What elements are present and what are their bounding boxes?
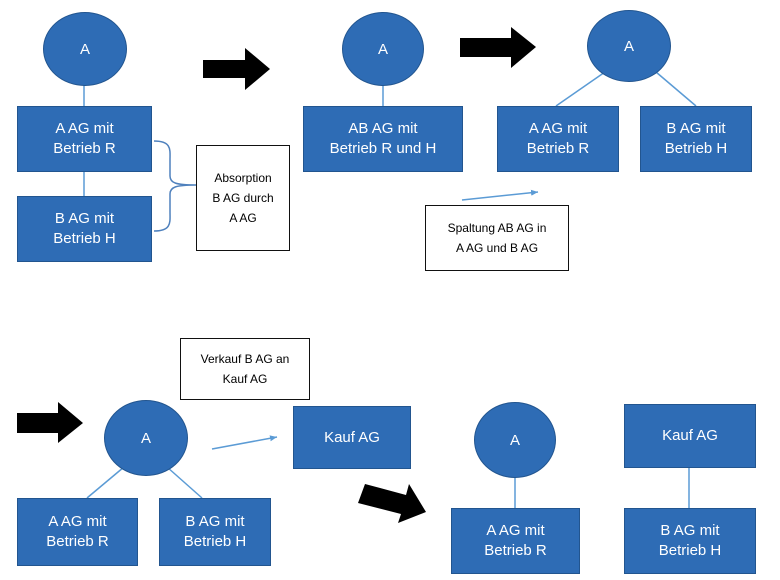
company-a-label: A (79, 40, 90, 58)
verkauf-arrow (211, 435, 278, 450)
kauf-ag-box: Kauf AG (293, 406, 411, 469)
connector-line (555, 71, 606, 107)
a-ag-box: A AG mit Betrieb R (17, 498, 138, 566)
a-ag-label: A AG mit Betrieb R (484, 522, 547, 559)
kauf-ag-label: Kauf AG (324, 428, 380, 446)
verkauf-note: Verkauf B AG an Kauf AG (180, 338, 310, 400)
company-a-circle: A (43, 12, 127, 86)
company-a-label: A (623, 37, 634, 55)
spaltung-arrow (461, 189, 539, 201)
bracket (153, 140, 197, 232)
connector-line (655, 71, 697, 107)
company-a-circle: A (104, 400, 188, 476)
absorption-note-text: Absorption B AG durch A AG (212, 171, 274, 225)
company-a-circle: A (342, 12, 424, 86)
verkauf-note-text: Verkauf B AG an Kauf AG (200, 352, 290, 386)
company-a-label: A (140, 429, 151, 447)
process-arrow-2 (460, 27, 536, 68)
b-ag-box: B AG mit Betrieb H (640, 106, 752, 172)
process-arrow-4 (358, 484, 426, 523)
spaltung-note-text: Spaltung AB AG in A AG und B AG (447, 221, 547, 255)
company-a-circle: A (587, 10, 671, 82)
ab-ag-box: AB AG mit Betrieb R und H (303, 106, 463, 172)
kauf-ag-box: Kauf AG (624, 404, 756, 468)
b-ag-box: B AG mit Betrieb H (159, 498, 271, 566)
a-ag-box: A AG mit Betrieb R (17, 106, 152, 172)
b-ag-label: B AG mit Betrieb H (664, 120, 728, 157)
a-ag-box: A AG mit Betrieb R (497, 106, 619, 172)
b-ag-box: B AG mit Betrieb H (17, 196, 152, 262)
b-ag-label: B AG mit Betrieb H (183, 513, 247, 550)
a-ag-box: A AG mit Betrieb R (451, 508, 580, 574)
absorption-note: Absorption B AG durch A AG (196, 145, 290, 251)
connector-line (86, 466, 125, 499)
spaltung-note: Spaltung AB AG in A AG und B AG (425, 205, 569, 271)
company-a-label: A (509, 431, 520, 449)
a-ag-label: A AG mit Betrieb R (46, 513, 109, 550)
connector-line (166, 466, 203, 499)
company-a-circle: A (474, 402, 556, 478)
b-ag-label: B AG mit Betrieb H (658, 522, 722, 559)
a-ag-label: A AG mit Betrieb R (53, 120, 116, 157)
kauf-ag-label: Kauf AG (662, 427, 718, 444)
process-arrow-3 (17, 402, 83, 443)
process-arrow-1 (203, 48, 270, 90)
ab-ag-label: AB AG mit Betrieb R und H (329, 120, 437, 157)
b-ag-label: B AG mit Betrieb H (53, 210, 116, 247)
a-ag-label: A AG mit Betrieb R (526, 120, 590, 157)
b-ag-box: B AG mit Betrieb H (624, 508, 756, 574)
company-a-label: A (377, 40, 388, 58)
